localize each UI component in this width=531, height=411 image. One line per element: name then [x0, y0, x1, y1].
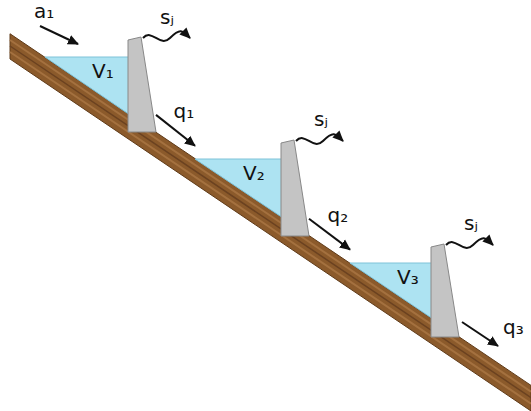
outflow-arrow [462, 322, 498, 346]
reservoir-shape [195, 140, 309, 236]
reservoir: V₃ [350, 244, 459, 337]
volume-label: V₃ [397, 266, 419, 288]
dam-wall [431, 244, 459, 337]
water-body [195, 159, 283, 218]
flow-label: sⱼ [160, 6, 174, 28]
spill-arrow [296, 134, 343, 144]
reservoir: V₁ [45, 37, 156, 132]
inflow-arrow [40, 26, 78, 44]
flow-label: sⱼ [314, 108, 328, 130]
ground-stripe [10, 40, 531, 392]
water-body [45, 57, 130, 115]
ground-slope [10, 34, 531, 411]
flow-label: sⱼ [464, 212, 478, 234]
dam-wall [281, 140, 309, 236]
reservoir-shape [350, 244, 459, 337]
dam-wall [128, 37, 156, 132]
volume-label: V₁ [92, 60, 114, 82]
flow-label: a₁ [34, 0, 54, 22]
spill-arrow [446, 238, 493, 248]
water-body [350, 263, 433, 319]
flow-label: q₂ [328, 204, 349, 226]
reservoir-shape [45, 37, 156, 132]
reservoir: V₂ [195, 140, 309, 236]
flow-label: q₃ [503, 316, 524, 338]
flow-label: q₁ [174, 100, 195, 122]
ground-stripe [10, 46, 531, 398]
spill-arrow [143, 31, 190, 41]
volume-label: V₂ [243, 162, 265, 184]
ground-stripe [10, 52, 531, 404]
